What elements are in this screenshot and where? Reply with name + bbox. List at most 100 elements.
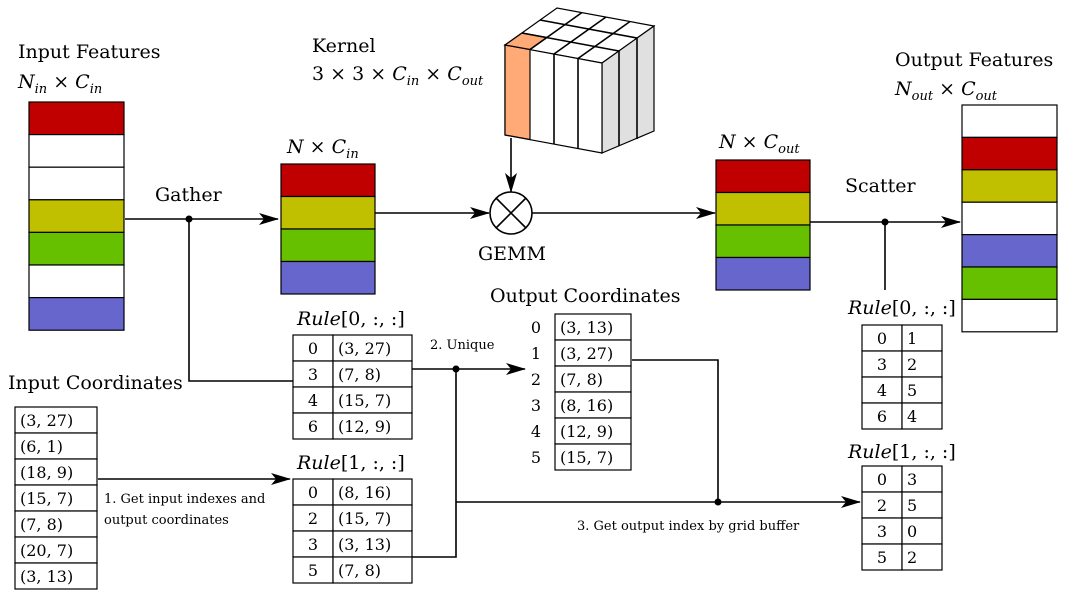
table-cell (292, 334, 334, 362)
table-cell-text: (15, 7) (338, 391, 391, 410)
table-cell-text: 3 (308, 365, 318, 384)
table-cell (332, 360, 413, 388)
table-cell (554, 391, 632, 419)
output-coord-value: (3, 13) (560, 318, 613, 337)
gathered-out-row-blue (715, 256, 811, 291)
gathered-out-row-green (715, 224, 811, 259)
table-cell (554, 417, 632, 445)
table-cell-text: 2 (907, 355, 917, 374)
table-cell-text: 5 (877, 548, 887, 567)
table-cell (332, 556, 413, 584)
output-features-column (961, 104, 1058, 333)
table-cell (554, 443, 632, 471)
table-cell (901, 517, 943, 545)
table-cell-text: 6 (308, 417, 318, 436)
gathered-out-dims: N × Cout (718, 131, 800, 157)
gathered-dims: N × Cin (286, 136, 359, 162)
rule1-to-unique-line (412, 369, 457, 558)
output-features-row-olive (961, 169, 1058, 203)
rule0-left-title: Rule[0, :, :] (296, 308, 405, 330)
table-cell-text: 2 (877, 496, 887, 515)
output-features-row-green (961, 266, 1058, 301)
output-features-row-white (961, 104, 1058, 139)
gathered-row-red (280, 163, 376, 198)
gather-label: Gather (155, 184, 223, 206)
table-cell (861, 517, 903, 545)
gather-to-rule-line (188, 219, 297, 382)
grid-buffer-junction (714, 498, 722, 506)
table-cell (332, 412, 413, 440)
output-coordinates-table: 0(3, 13)1(3, 27)2(7, 8)3(8, 16)4(12, 9)5… (531, 313, 632, 471)
output-features-title: Output Features (895, 49, 1053, 71)
output-coord-index: 3 (531, 396, 541, 415)
table-cell (14, 406, 98, 434)
table-cell-text: 3 (877, 355, 887, 374)
gathered-output-column (715, 159, 811, 291)
table-cell-text: (18, 9) (20, 463, 73, 482)
output-coord-index: 1 (531, 344, 541, 363)
table-cell-text: (3, 13) (20, 567, 73, 586)
output-features-row-white (961, 201, 1058, 236)
table-cell (861, 491, 903, 519)
gemm-label: GEMM (478, 243, 546, 265)
table-cell-text: 4 (877, 381, 887, 400)
table-cell (554, 339, 632, 367)
table-cell-text: 2 (308, 509, 318, 528)
table-cell (901, 350, 943, 378)
kernel-orange-slice (504, 44, 531, 141)
table-cell (901, 402, 943, 430)
table-cell-text: 6 (877, 407, 887, 426)
output-coords-to-buffer-line (632, 359, 719, 502)
table-cell-text: 5 (308, 561, 318, 580)
table-cell-text: 0 (907, 522, 917, 541)
table-cell-text: 5 (907, 496, 917, 515)
output-coord-value: (3, 27) (560, 344, 613, 363)
table-cell (554, 365, 632, 393)
output-coord-value: (8, 16) (560, 396, 613, 415)
gathered-out-row-olive (715, 191, 811, 226)
table-cell-text: (12, 9) (338, 417, 391, 436)
table-cell-text: (7, 8) (20, 515, 63, 534)
grid-buffer-label: 3. Get output index by grid buffer (577, 519, 800, 534)
gathered-row-blue (280, 260, 376, 295)
get-input-label-1: 1. Get input indexes and (104, 492, 265, 507)
rule1-left-title: Rule[1, :, :] (296, 452, 405, 474)
table-cell (901, 543, 943, 571)
rule1-right-title: Rule[1, :, :] (847, 441, 956, 463)
input-features-title: Input Features (18, 41, 160, 63)
input-features-row-white (28, 264, 125, 299)
table-cell (292, 556, 334, 584)
table-cell-text: 4 (308, 391, 318, 410)
table-cell (554, 313, 632, 341)
table-cell (14, 458, 98, 486)
output-coord-index: 5 (531, 448, 541, 467)
kernel-cube (503, 7, 656, 154)
input-features-row-blue (28, 297, 125, 331)
output-features-dims: Nout × Cout (894, 78, 998, 104)
input-features-row-red (28, 101, 125, 136)
table-cell-text: 5 (907, 381, 917, 400)
table-cell-text: 3 (877, 522, 887, 541)
output-features-row-blue (961, 234, 1058, 268)
table-cell (861, 402, 903, 430)
unique-label: 2. Unique (430, 338, 495, 353)
table-cell (901, 465, 943, 493)
table-cell-text: (20, 7) (20, 541, 73, 560)
table-cell-text: (3, 27) (338, 339, 391, 358)
rule0-left-table: 0(3, 27)3(7, 8)4(15, 7)6(12, 9) (292, 334, 413, 440)
table-cell-text: (3, 13) (338, 535, 391, 554)
table-cell-text: (15, 7) (20, 489, 73, 508)
gemm-operator-icon (489, 191, 533, 235)
rule0-right-title: Rule[0, :, :] (847, 297, 956, 319)
table-cell (292, 412, 334, 440)
table-cell (901, 491, 943, 519)
table-cell-text: 3 (308, 535, 318, 554)
table-cell-text: 4 (907, 407, 917, 426)
output-coord-value: (12, 9) (560, 422, 613, 441)
table-cell (14, 562, 98, 590)
table-cell (292, 478, 334, 506)
input-coordinates-table: (3, 27)(6, 1)(18, 9)(15, 7)(7, 8)(20, 7)… (14, 406, 98, 590)
output-coordinates-title: Output Coordinates (490, 285, 680, 307)
table-cell-text: (15, 7) (338, 509, 391, 528)
